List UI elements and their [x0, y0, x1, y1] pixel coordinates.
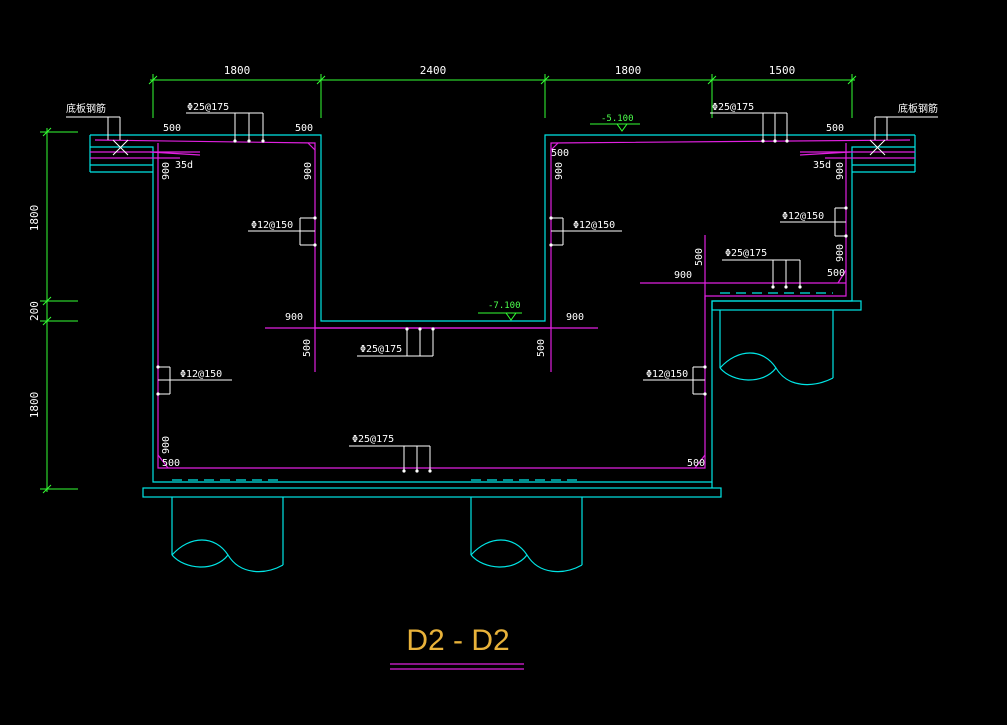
- side-label-right: 底板钢筋: [898, 102, 938, 115]
- left-dim-1: 1800: [28, 205, 41, 232]
- rebar-label-top-right: Φ25@175: [712, 102, 754, 113]
- top-dim-4: 1500: [769, 64, 796, 77]
- num-900-e: 900: [835, 244, 846, 262]
- elevation-top: -5.100: [601, 114, 634, 124]
- top-dim-2: 2400: [420, 64, 447, 77]
- title-underline: [390, 663, 524, 670]
- rebar-dots: [156, 139, 848, 473]
- drawing-title: D2 - D2: [406, 624, 509, 657]
- num-500-d: 500: [551, 148, 569, 159]
- num-500-f: 500: [162, 458, 180, 469]
- num-500-b: 500: [295, 123, 313, 134]
- num-900-h: 900: [566, 312, 584, 323]
- num-500-i: 500: [536, 339, 547, 357]
- anchor-left: 35d: [175, 160, 193, 171]
- num-500-h: 500: [302, 339, 313, 357]
- rebar-label-wall-left-inner: Φ12@150: [251, 220, 293, 231]
- num-500-g: 500: [687, 458, 705, 469]
- left-dim-3: 1800: [28, 392, 41, 419]
- concrete-outline: [89, 134, 916, 498]
- rebar-label-wall-right-upper: Φ12@150: [782, 211, 824, 222]
- num-900-g: 900: [285, 312, 303, 323]
- num-500-c: 500: [826, 123, 844, 134]
- rebar-label-bottom: Φ25@175: [352, 434, 394, 445]
- num-900-f: 900: [161, 436, 172, 454]
- num-500-a: 500: [163, 123, 181, 134]
- rebar-label-top-left: Φ25@175: [187, 102, 229, 113]
- rebar-label-step: Φ25@175: [725, 248, 767, 259]
- rebar-label-wall-mid-right: Φ12@150: [573, 220, 615, 231]
- num-900-c: 900: [554, 162, 565, 180]
- rebar-label-wall-right-lower: Φ12@150: [646, 369, 688, 380]
- top-dimension-chain: [148, 74, 857, 118]
- num-900-a: 900: [161, 162, 172, 180]
- num-500-j: 500: [694, 248, 705, 266]
- rebar-label-wall-left-lower: Φ12@150: [180, 369, 222, 380]
- left-dimension-chain: [40, 127, 78, 494]
- left-dim-2: 200: [28, 301, 41, 321]
- elevation-markers: [478, 123, 640, 321]
- num-900-d: 900: [835, 162, 846, 180]
- top-dim-3: 1800: [615, 64, 642, 77]
- elevation-bottom: -7.100: [488, 301, 521, 311]
- side-label-left: 底板钢筋: [66, 102, 106, 115]
- rebar-leaders: [66, 112, 938, 472]
- top-dim-1: 1800: [224, 64, 251, 77]
- num-500-e: 500: [827, 268, 845, 279]
- piles: [171, 292, 834, 573]
- anchor-right: 35d: [813, 160, 831, 171]
- rebar-label-mid-bottom: Φ25@175: [360, 344, 402, 355]
- num-900-b: 900: [303, 162, 314, 180]
- num-900-i: 900: [674, 270, 692, 281]
